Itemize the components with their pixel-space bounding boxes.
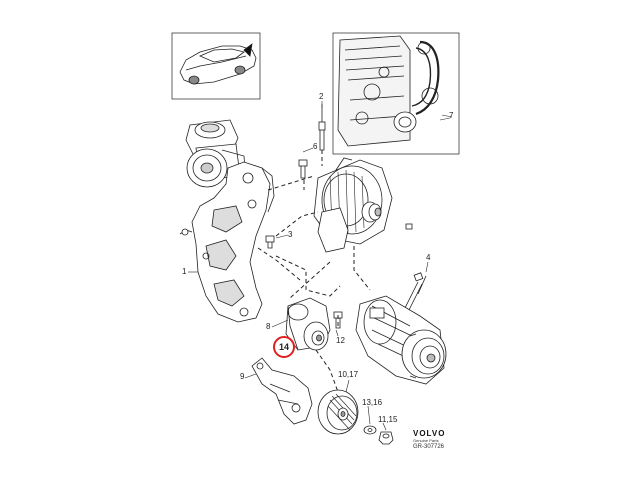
alternator (313, 157, 393, 253)
leader-lines (188, 101, 453, 431)
bolt-part-2 (318, 104, 326, 151)
engine-inset (332, 32, 460, 155)
tensioner-part-8 (285, 297, 331, 351)
callout-1: 1 (182, 267, 187, 276)
brand-subtitle: Genuine Parts (413, 438, 439, 443)
bolt-part-4 (403, 272, 427, 313)
car-inset (171, 32, 261, 100)
callout-8: 8 (266, 322, 271, 331)
callout-4: 4 (426, 253, 431, 262)
assembly-lines (257, 150, 371, 393)
bolt-part-3 (265, 235, 275, 249)
diagram-reference: GR-307726 (413, 444, 445, 450)
callout-13-16: 13,16 (362, 398, 383, 407)
callout-14-highlighted: 14 (273, 336, 295, 358)
callout-12: 12 (336, 336, 345, 345)
washer-part-13-16 (363, 425, 377, 435)
bracket-part-1 (179, 161, 275, 323)
callout-11-15: 11,15 (378, 415, 398, 424)
callout-3: 3 (288, 230, 293, 239)
callout-6: 6 (313, 142, 318, 151)
idler-pulley-part-10-17 (317, 389, 359, 435)
ac-compressor (355, 295, 447, 385)
callout-10-17: 10,17 (338, 370, 359, 379)
callout-9: 9 (240, 372, 245, 381)
bracket-part-9 (251, 357, 313, 425)
bolt-part-6 (298, 159, 308, 179)
callout-7: 7 (449, 111, 454, 120)
nut-part-11-15 (378, 431, 394, 445)
callout-2: 2 (319, 92, 324, 101)
brand-logo: VOLVO (413, 429, 446, 438)
